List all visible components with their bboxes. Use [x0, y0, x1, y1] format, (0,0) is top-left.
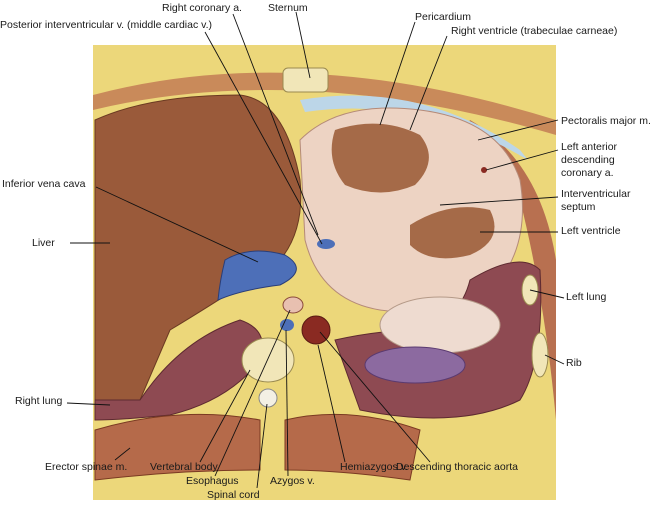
- label-sternum: Sternum: [268, 2, 308, 14]
- label-vertebral-body: Vertebral body: [150, 461, 218, 473]
- rib: [531, 332, 549, 378]
- lad-artery: [481, 167, 487, 173]
- pectoralis-major-muscle: [465, 120, 556, 420]
- label-right-ventricle: Right ventricle (trabeculae carneae): [451, 25, 617, 37]
- sternum: [282, 67, 329, 93]
- left-ventricle: [410, 207, 495, 259]
- posterior-interventricular-vein: [317, 239, 335, 249]
- label-esophagus: Esophagus: [186, 475, 239, 487]
- azygos-vein: [280, 319, 294, 331]
- label-left-ventricle: Left ventricle: [561, 225, 621, 237]
- inferior-vena-cava: [217, 250, 297, 301]
- esophagus: [282, 296, 304, 314]
- pectoral-muscle-band: [93, 72, 556, 135]
- left-atrium: [379, 296, 501, 354]
- label-right-coronary: Right coronary a.: [162, 2, 242, 14]
- label-azygos-vein: Azygos v.: [270, 475, 315, 487]
- label-inferior-vena-cava: Inferior vena cava: [2, 178, 86, 190]
- label-liver: Liver: [32, 237, 55, 249]
- label-right-lung: Right lung: [15, 395, 62, 407]
- vertebral-body: [241, 337, 295, 383]
- label-septum-line1: Interventricular: [561, 188, 631, 200]
- label-left-lung: Left lung: [566, 291, 606, 303]
- label-posterior-interventricular-vein: Posterior interventricular v. (middle ca…: [0, 19, 212, 31]
- label-descending-aorta: Descending thoracic aorta: [396, 461, 518, 473]
- label-lad-line1: Left anterior: [561, 141, 618, 153]
- label-erector-spinae: Erector spinae m.: [45, 461, 127, 473]
- spinal-cord: [258, 388, 278, 408]
- label-hemiazygos-vein: Hemiazygos v.: [340, 461, 408, 473]
- right-erector-spinae: [94, 413, 261, 481]
- leader-lines: [66, 11, 565, 489]
- label-rib: Rib: [566, 357, 582, 369]
- pericardium-layer: [300, 95, 528, 160]
- right-ventricle: [331, 123, 429, 193]
- descending-aorta: [301, 315, 331, 345]
- label-spinal-cord: Spinal cord: [207, 489, 260, 501]
- label-septum-line2: septum: [561, 201, 596, 213]
- left-erector-spinae: [284, 413, 421, 481]
- label-lad-line3: coronary a.: [561, 167, 614, 179]
- esophageal-tissue: [364, 346, 466, 384]
- label-lad-line2: descending: [561, 154, 615, 166]
- label-pectoralis-major: Pectoralis major m.: [561, 115, 650, 127]
- label-pericardium: Pericardium: [415, 11, 471, 23]
